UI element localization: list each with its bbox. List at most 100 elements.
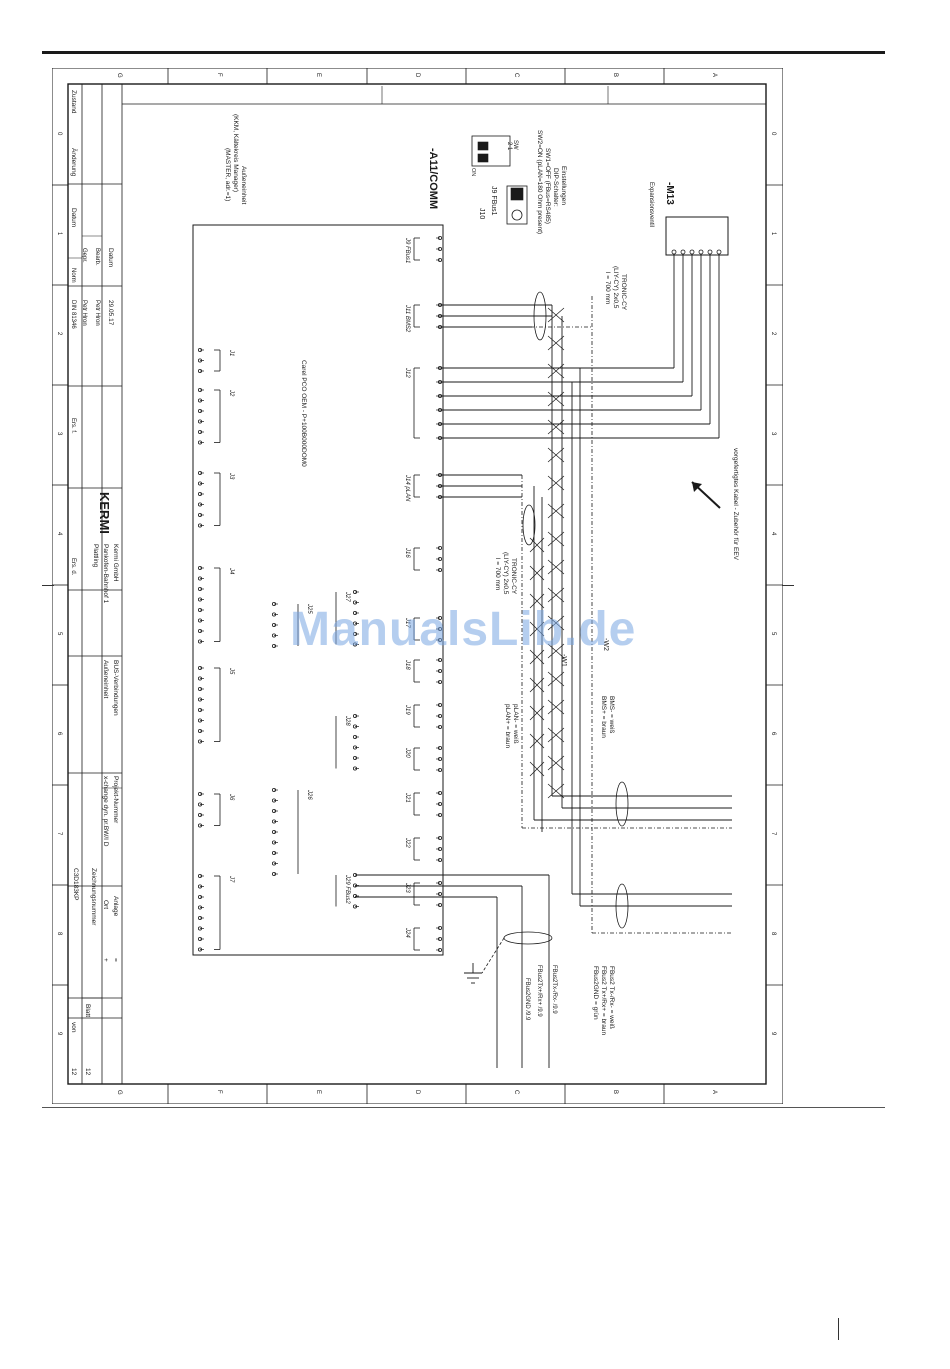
kermi-logo: KERMI [97, 492, 112, 534]
dip-setting-2: SW2=ON (pLAN=180 Ohm present) [536, 130, 543, 234]
col-number-right: 1 [770, 232, 776, 236]
twist [547, 531, 565, 547]
cable1-spec: (LIY-CY) 2x0,5 [612, 266, 619, 309]
connector-j25: J25 [306, 603, 312, 614]
connector-j2: J2 [228, 389, 234, 397]
twist [547, 363, 565, 379]
col-number-left: 0 [56, 132, 62, 136]
blatt-label: Blatt [84, 1004, 91, 1017]
projekt-value: x-change dyn. pr.BW/I D [102, 776, 109, 847]
ort-label: Ort [102, 900, 109, 909]
cable2-spec: (LIY-CY) 2x0,5 [502, 552, 509, 595]
jumper-plus [510, 187, 524, 201]
connector-j14: J14 pLAN [404, 474, 410, 502]
gepr-label: Gepr. [81, 248, 87, 263]
connector-j27: J27 [344, 591, 350, 602]
shield-ground [481, 937, 505, 974]
twist [547, 671, 565, 687]
bearb-value: Petr Hron [94, 300, 100, 326]
footer-rule [42, 1107, 885, 1108]
twist [529, 593, 545, 609]
dip-j10-label: J10 [478, 208, 485, 219]
header-rule [42, 51, 885, 54]
outdoor-unit-role: (MASTER, adr.=1) [224, 148, 231, 201]
col-number-left: 2 [56, 332, 62, 336]
ers-f-label: Ers. f. [70, 418, 76, 434]
cable2-type: TRONIC-CY [510, 558, 517, 595]
col-number-left: 4 [56, 532, 62, 536]
twist [529, 761, 545, 777]
row-letter-bottom: D [414, 1090, 420, 1095]
row-letter-bottom: F [216, 1090, 222, 1094]
row-letter-bottom: B [612, 1090, 618, 1094]
datum-label: Datum [107, 248, 114, 267]
row-letter-bottom: G [116, 1090, 122, 1095]
dip-switch-box [471, 135, 511, 167]
twist [547, 699, 565, 715]
dip-title: Einstellungen [560, 166, 567, 205]
row-letter-top: G [116, 73, 122, 78]
m13-subtitle: Expansionsventil [648, 182, 654, 227]
aenderung-label: Änderung [70, 148, 78, 177]
col-number-right: 6 [770, 732, 776, 736]
col-number-right: 4 [770, 532, 776, 536]
drawing-subtitle: Außeneinheit [102, 660, 109, 698]
title-block: ZustandÄnderungDatumNormDatumBearb.Gepr.… [68, 84, 123, 1084]
left-fold-mark [42, 585, 54, 586]
connector-j6: J6 [228, 793, 234, 801]
row-letter-bottom: E [315, 1090, 321, 1094]
plan-plus-legend: pLAN+ = braun [504, 704, 511, 748]
connector-j26: J26 [306, 789, 312, 800]
twist [529, 677, 545, 693]
outdoor-unit-label: Außeneinheit [240, 166, 247, 204]
eev-accessory-note: vorgefertigtes Kabel - Zubehör für EEV [732, 448, 739, 561]
zustand-label: Zustand [70, 90, 77, 114]
row-letter-top: A [711, 73, 717, 77]
row-letter-top: E [315, 73, 321, 77]
connector-j28: J28 [344, 715, 350, 726]
m13-terminal [680, 249, 686, 255]
col-number-right: 3 [770, 432, 776, 436]
inner-frame [67, 83, 767, 1085]
twist [547, 615, 565, 631]
datum-value: 29.05.17 [107, 300, 114, 326]
twist [547, 643, 565, 659]
connector-j23: J23 [404, 882, 410, 893]
twist [529, 565, 545, 581]
connector-j20: J20 [404, 747, 410, 758]
company-city: Plattling [92, 544, 99, 568]
connector-j17: J17 [404, 617, 410, 628]
connector-j19: J19 [404, 704, 410, 715]
norm-label: Norm [70, 268, 76, 283]
twist [529, 705, 545, 721]
carel-controller-label: Carel PCO OEM - P+100B000DOM0 [300, 360, 307, 467]
twist [547, 783, 565, 799]
connector-j7: J7 [228, 875, 234, 883]
m13-label: -M13 [664, 182, 675, 205]
twist [547, 587, 565, 603]
col-number-left: 7 [56, 832, 62, 836]
twist [547, 447, 565, 463]
fbus-gnd-legend: FBus2GND = grün [592, 966, 599, 1020]
connector-j16: J16 [404, 547, 410, 558]
col-number-right: 9 [770, 1032, 776, 1036]
col-number-left: 9 [56, 1032, 62, 1036]
projekt-label: Projekt-Nummer [112, 776, 119, 824]
twist [547, 755, 565, 771]
connector-j22: J22 [404, 837, 410, 848]
fbus-plus-legend: FBus2 Tx+/Rx+ = braun [600, 966, 607, 1035]
von-value: 12 [70, 1068, 77, 1076]
connector-j12: J12 [404, 367, 410, 378]
connector-j29: J29 FBus2 [344, 874, 350, 904]
connector-j21: J21 [404, 792, 410, 803]
fbus-rx-minus-ref: FBus2Tx-/Rx- /9.9 [551, 965, 557, 1014]
dip-toggle [477, 153, 489, 163]
a11-comm-label: -A11/COMM [427, 148, 439, 209]
m13-terminal [707, 249, 713, 255]
zeichnung-label: Zeichnungsnummer [90, 868, 97, 926]
connector-j5: J5 [228, 667, 234, 675]
carel-controller-box [192, 224, 444, 956]
